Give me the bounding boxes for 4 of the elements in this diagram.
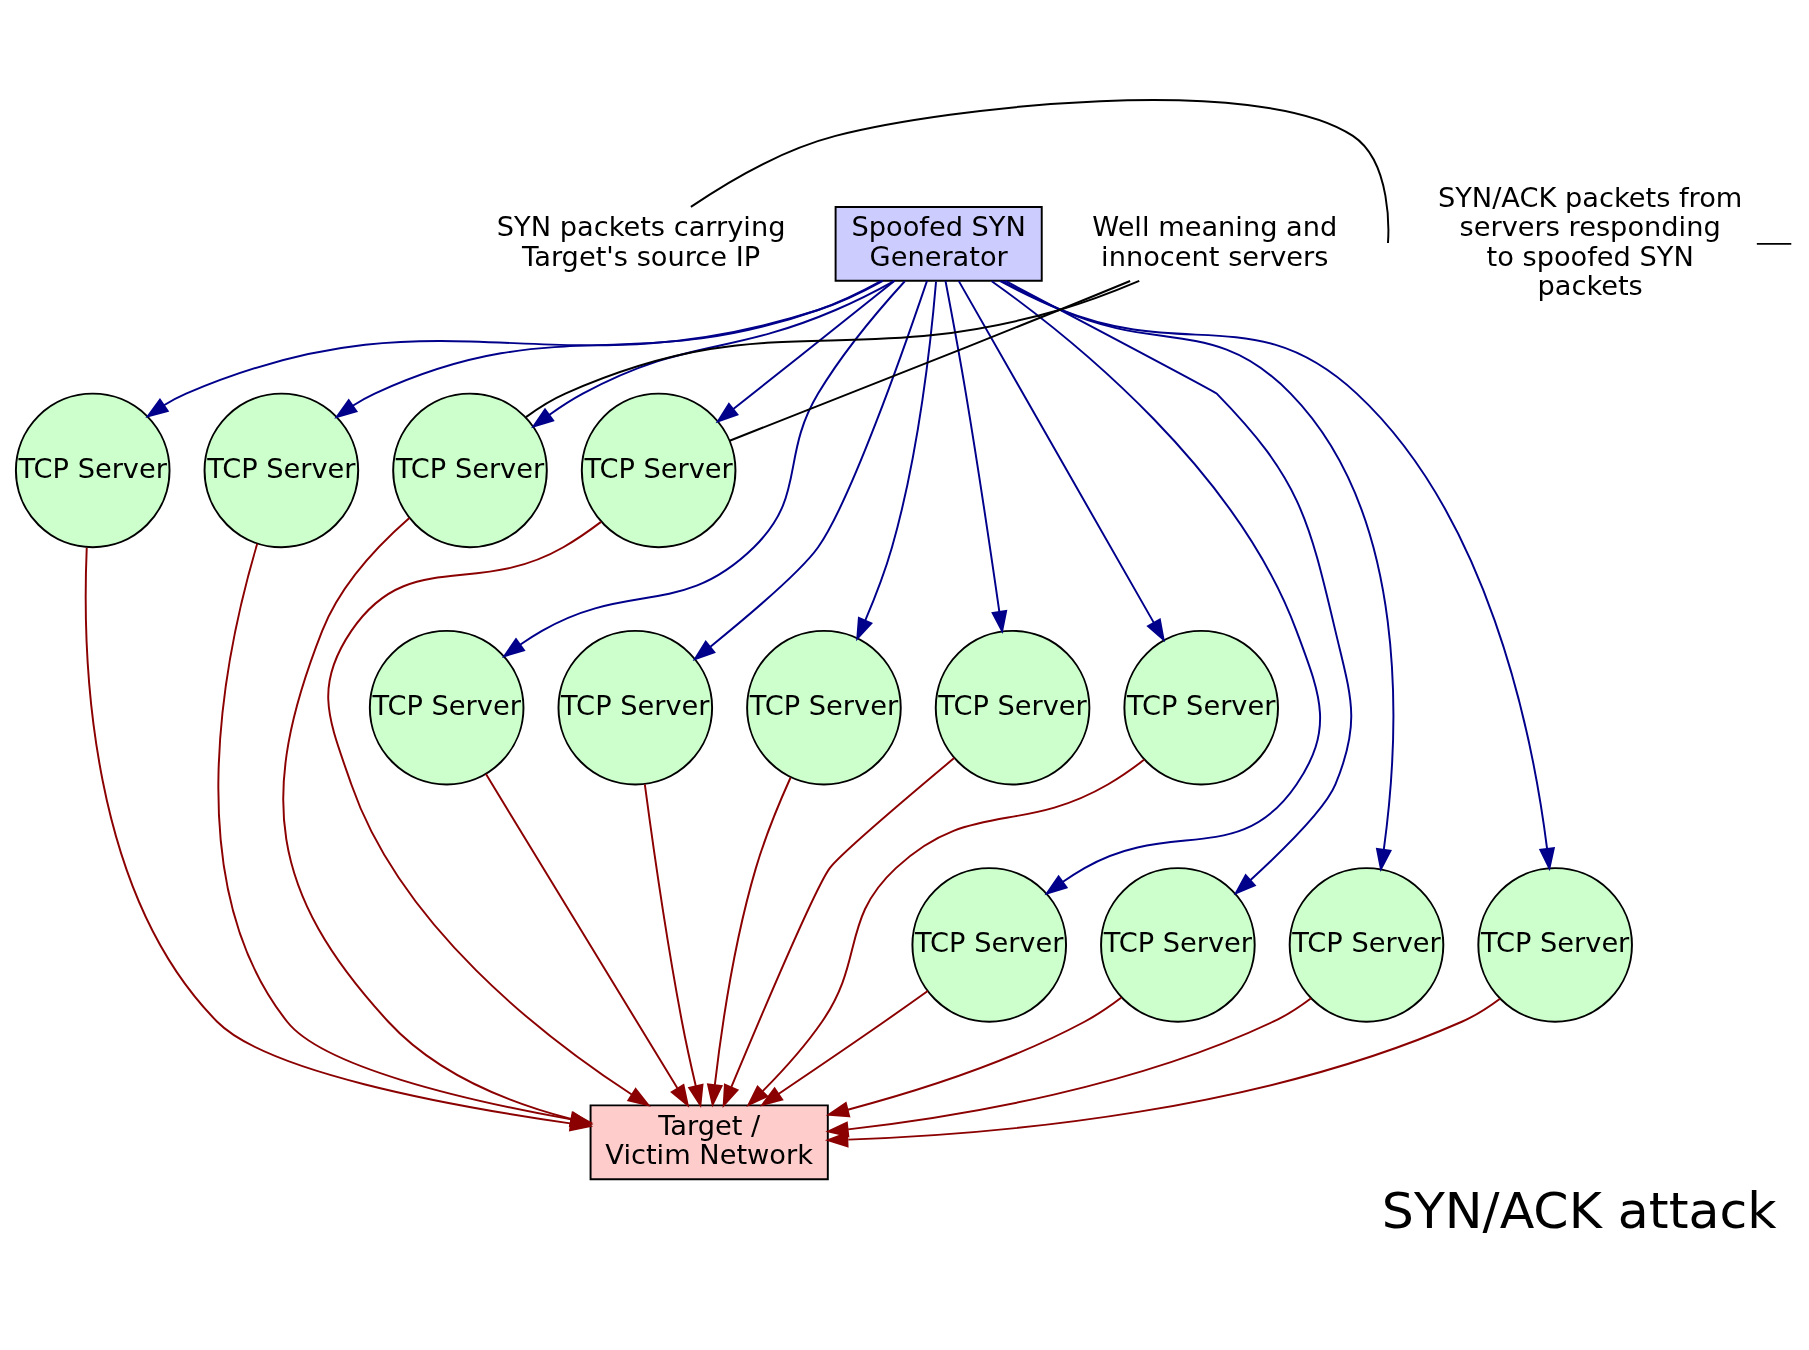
node-text: Well meaning and innocent servers xyxy=(1092,210,1338,272)
node-text: SYN packets carrying Target's source IP xyxy=(496,210,786,272)
caption: SYN/ACK attack xyxy=(1381,1180,1777,1239)
node-text: SYN/ACK packets from servers responding to spoofed SYN packets xyxy=(1437,181,1743,301)
